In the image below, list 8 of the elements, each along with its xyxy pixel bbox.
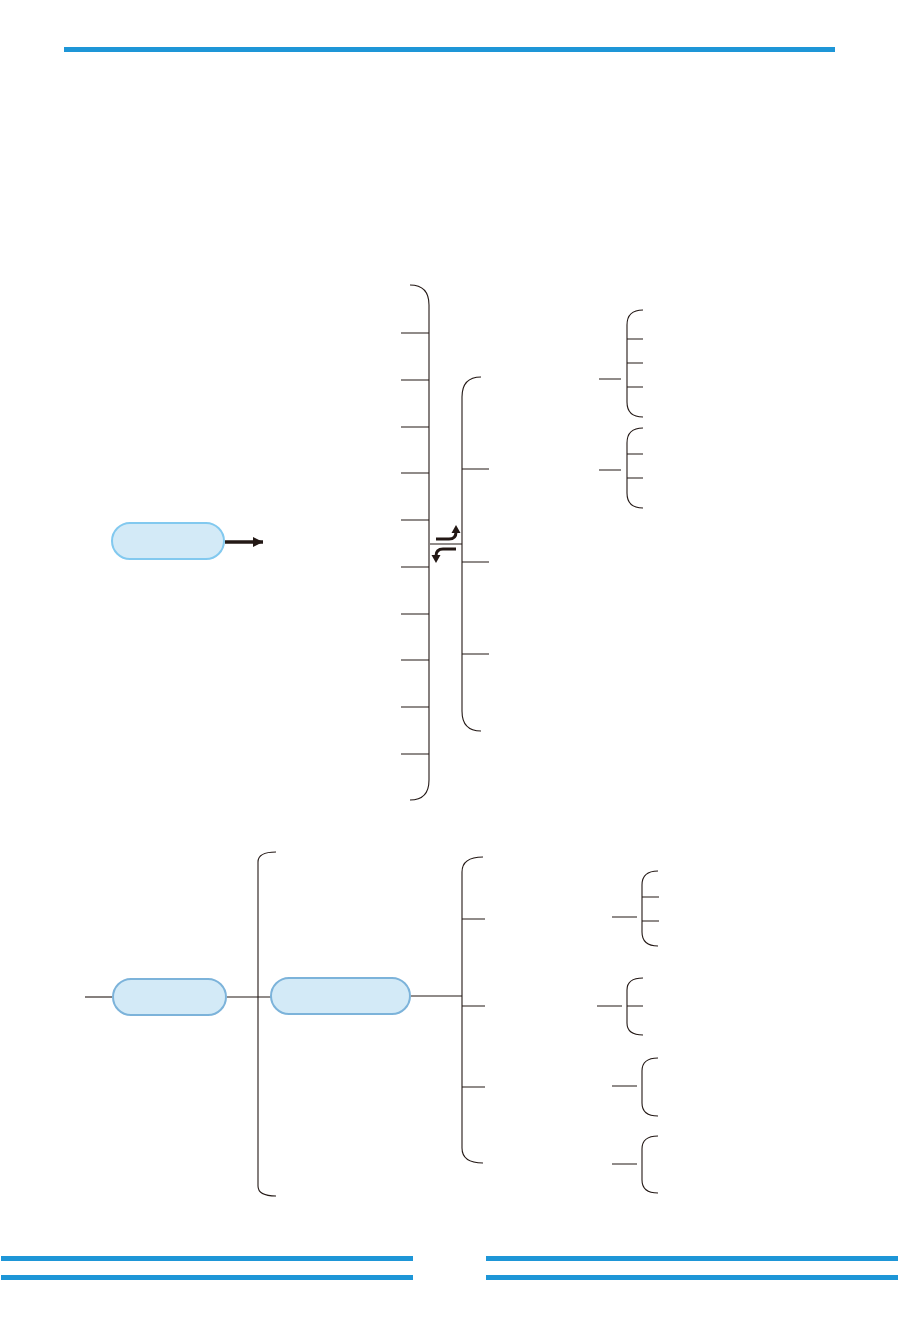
rounded-box <box>111 522 225 560</box>
arrow <box>225 537 263 547</box>
connector-line <box>226 996 272 998</box>
rounded-box <box>270 977 411 1015</box>
rounded-box <box>112 978 227 1016</box>
connector-line <box>84 996 113 998</box>
connector-line <box>410 995 463 997</box>
bracket <box>461 856 486 1164</box>
